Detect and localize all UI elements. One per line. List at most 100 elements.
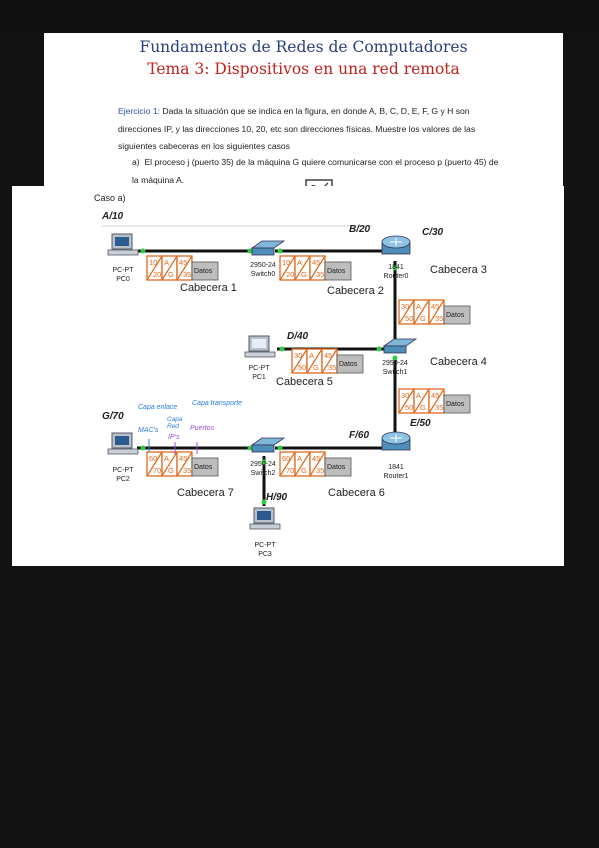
packet-value: A: [416, 391, 421, 400]
packet-value: G: [313, 363, 319, 372]
datos-label: Datos: [194, 268, 213, 275]
addr-f: F/60: [349, 430, 370, 441]
switch1-icon: [382, 338, 418, 354]
packet-value: 20: [153, 270, 161, 279]
packet-value: A: [297, 258, 302, 267]
datos-box: [443, 394, 471, 414]
packet-value: 35: [316, 466, 324, 475]
packet-value: G: [420, 314, 426, 323]
addr-d: D/40: [287, 331, 309, 342]
annotation-capa-transporte: Capa transporte: [192, 400, 243, 407]
exercise-item-a: a) El proceso j (puerto 35) de la máquin…: [132, 154, 502, 189]
addr-b: B/20: [349, 224, 371, 235]
datos-box: [191, 457, 219, 477]
annotation-macs: MAC's: [138, 427, 159, 434]
header-2-label: Cabecera 2: [327, 285, 384, 297]
packet-value: G: [168, 466, 174, 475]
datos-label: Datos: [327, 268, 346, 275]
packet-value: 60: [149, 454, 157, 463]
packet-value: 35: [183, 270, 191, 279]
packet-value: G: [420, 403, 426, 412]
datos-box: [443, 305, 471, 325]
packet-value: 30: [401, 302, 409, 311]
packet-value: A: [164, 258, 169, 267]
packet-value: 45: [431, 302, 439, 311]
pc1-icon: [244, 335, 276, 358]
packet-value: 45: [179, 258, 187, 267]
addr-c: C/30: [422, 227, 444, 238]
packet-value: 30: [401, 391, 409, 400]
datos-label: Datos: [446, 401, 465, 408]
datos-box: [324, 261, 352, 281]
datos-label: Datos: [339, 361, 358, 368]
top-bar: [0, 0, 599, 33]
network-figure: Caso a): [12, 186, 564, 566]
document-subtitle: Tema 3: Dispositivos en una red remota: [147, 60, 460, 78]
packet-value: 45: [324, 351, 332, 360]
packet-value: 35: [316, 270, 324, 279]
header-1-label: Cabecera 1: [180, 282, 237, 294]
annotation-ips: IP's: [168, 434, 180, 441]
addr-g: G/70: [102, 411, 124, 422]
item-label: a): [132, 157, 140, 167]
packet-value: 35: [435, 403, 443, 412]
header-7-label: Cabecera 7: [177, 487, 234, 499]
switch0-icon: [250, 240, 286, 256]
case-label: Caso a): [94, 193, 126, 203]
document-page: Fundamentos de Redes de Computadores Tem…: [44, 33, 563, 205]
datos-label: Datos: [327, 464, 346, 471]
addr-a: A/10: [102, 211, 124, 222]
pc2-icon: [107, 432, 139, 455]
document-title: Fundamentos de Redes de Computadores: [139, 38, 468, 56]
packet-value: 30: [294, 351, 302, 360]
packet-value: 35: [328, 363, 336, 372]
header-5-label: Cabecera 5: [276, 376, 333, 388]
exercise-label: Ejercicio 1:: [118, 106, 161, 116]
router0-icon: [381, 235, 411, 255]
packet-value: A: [297, 454, 302, 463]
annotation-capa-red: Capa Red: [167, 416, 183, 430]
exercise-statement: Ejercicio 1: Dada la situación que se in…: [118, 103, 498, 156]
pc3-icon: [249, 507, 281, 530]
packet-value: 45: [312, 454, 320, 463]
header-6-label: Cabecera 6: [328, 487, 385, 499]
packet-value: 60: [282, 454, 290, 463]
datos-box: [336, 354, 364, 374]
exercise-text: Dada la situación que se indica en la fi…: [118, 106, 476, 151]
header-4-label: Cabecera 4: [430, 356, 487, 368]
packet-value: 10: [149, 258, 157, 267]
packet-value: 35: [183, 466, 191, 475]
item-text: El proceso j (puerto 35) de la máquina G…: [132, 157, 499, 185]
packet-value: A: [309, 351, 314, 360]
packet-value: G: [168, 270, 174, 279]
datos-box: [191, 261, 219, 281]
packet-value: 50: [405, 403, 413, 412]
packet-value: 45: [179, 454, 187, 463]
packet-value: A: [164, 454, 169, 463]
packet-value: 45: [431, 391, 439, 400]
packet-value: 70: [153, 466, 161, 475]
router1-icon: [381, 431, 411, 451]
packet-value: 20: [286, 270, 294, 279]
packet-value: 10: [282, 258, 290, 267]
packet-value: 50: [405, 314, 413, 323]
packet-value: G: [301, 466, 307, 475]
packet-value: G: [301, 270, 307, 279]
packet-value: 50: [298, 363, 306, 372]
addr-e: E/50: [410, 418, 431, 429]
header-3-label: Cabecera 3: [430, 264, 487, 276]
